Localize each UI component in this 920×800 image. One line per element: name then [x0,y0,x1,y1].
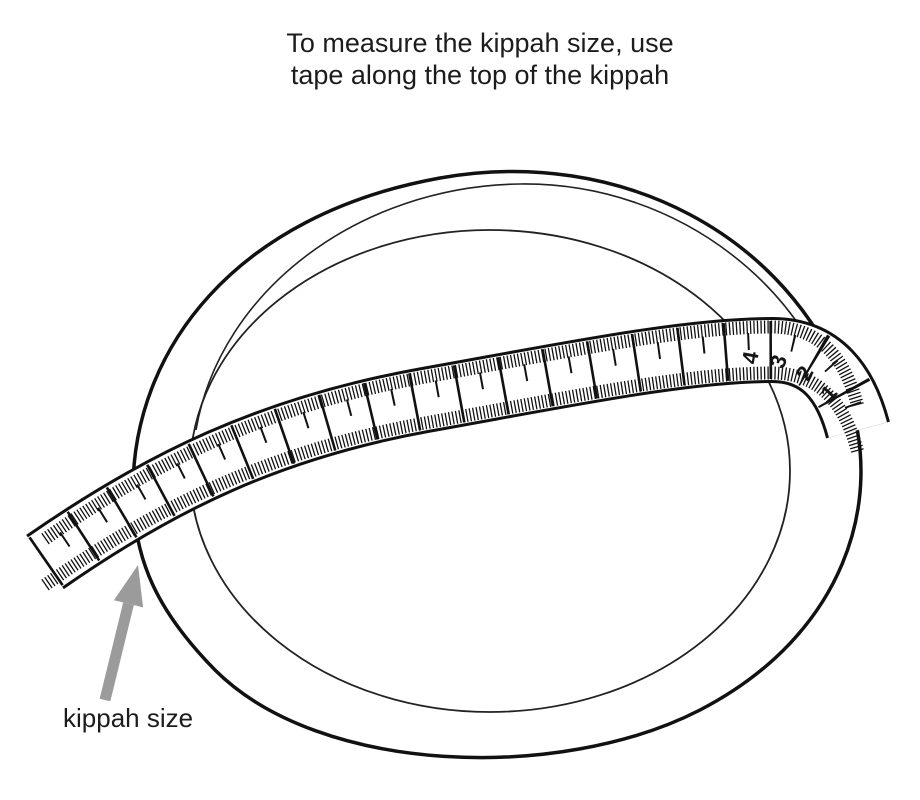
kippah-size-label: kippah size [63,703,193,733]
kippah-crown-seam [195,183,846,431]
pointer-arrow-shaft [99,602,134,702]
kippah-shape [131,169,863,760]
pointer-arrow-head [113,565,144,608]
diagram-title-line2: tape along the top of the kippah [291,60,669,90]
kippah-outer-outline [131,169,863,760]
pointer-arrow [99,565,144,702]
tape-number-4: 4 [737,349,764,366]
diagram-title-line1: To measure the kippah size, use [286,28,673,58]
measuring-tape: 1 2 3 4 [45,327,858,585]
